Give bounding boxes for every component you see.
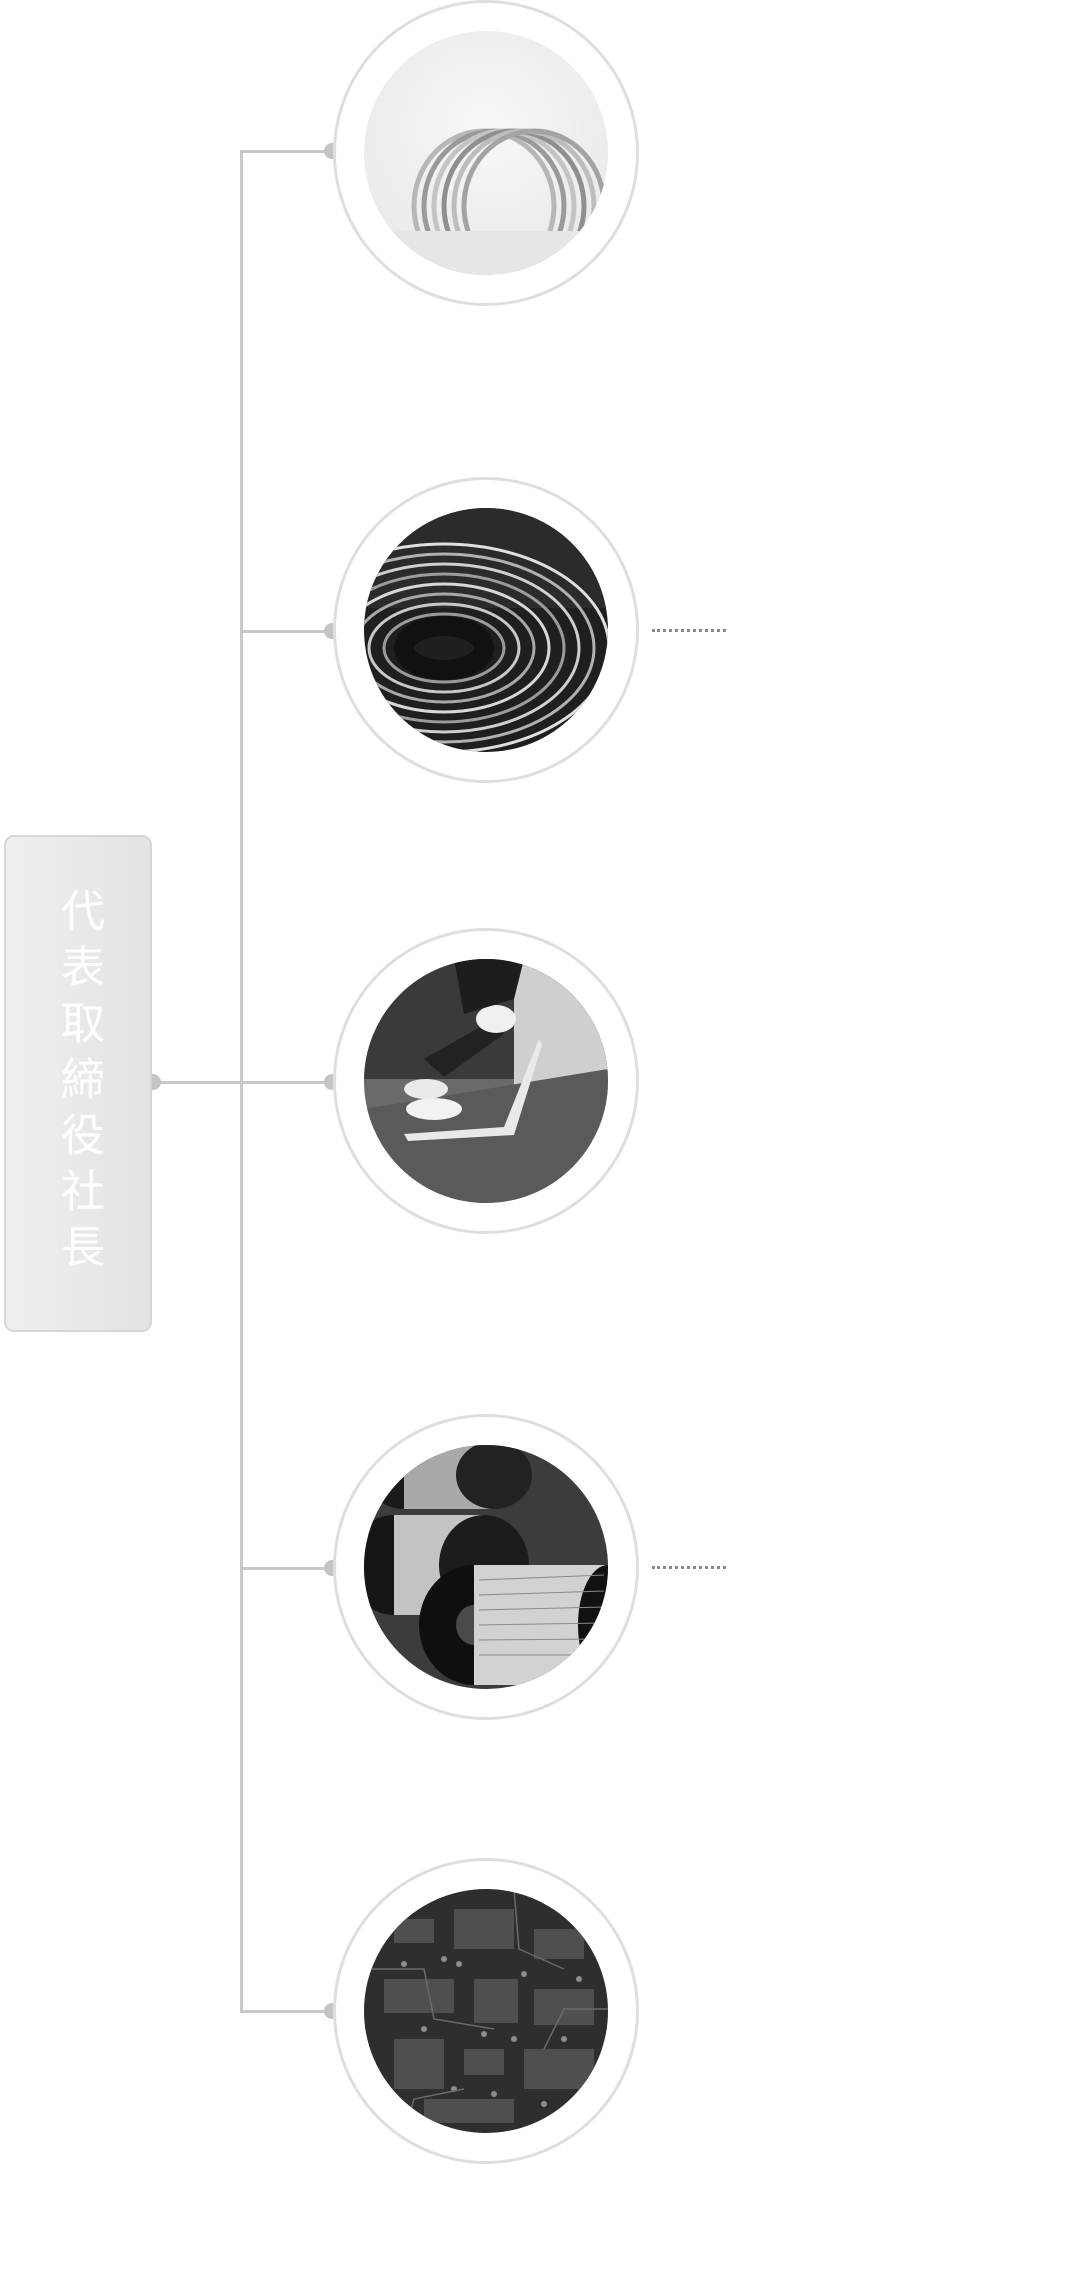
- branch-line-1: [240, 150, 332, 153]
- wire-spools-image: [364, 1445, 608, 1689]
- dotted-connector-4: [652, 1566, 726, 1569]
- dotted-connector-2: [652, 629, 726, 632]
- ceo-connector: [152, 1081, 242, 1084]
- node-wire-coil[interactable]: [333, 0, 639, 306]
- node-business-laptop[interactable]: [333, 928, 639, 1234]
- branch-line-2: [240, 630, 332, 633]
- wire-coil-image: [364, 31, 608, 275]
- branch-line-5: [240, 2010, 332, 2013]
- wire-spiral-image: [364, 508, 608, 752]
- circuit-board-image: [364, 1889, 608, 2133]
- ceo-box: 代表取締役社長: [4, 835, 152, 1332]
- node-wire-spiral[interactable]: [333, 477, 639, 783]
- ceo-label: 代表取締役社長: [53, 887, 104, 1280]
- branch-line-3: [240, 1081, 332, 1084]
- branch-line-4: [240, 1567, 332, 1570]
- node-wire-spools[interactable]: [333, 1414, 639, 1720]
- node-circuit-board[interactable]: [333, 1858, 639, 2164]
- business-laptop-image: [364, 959, 608, 1203]
